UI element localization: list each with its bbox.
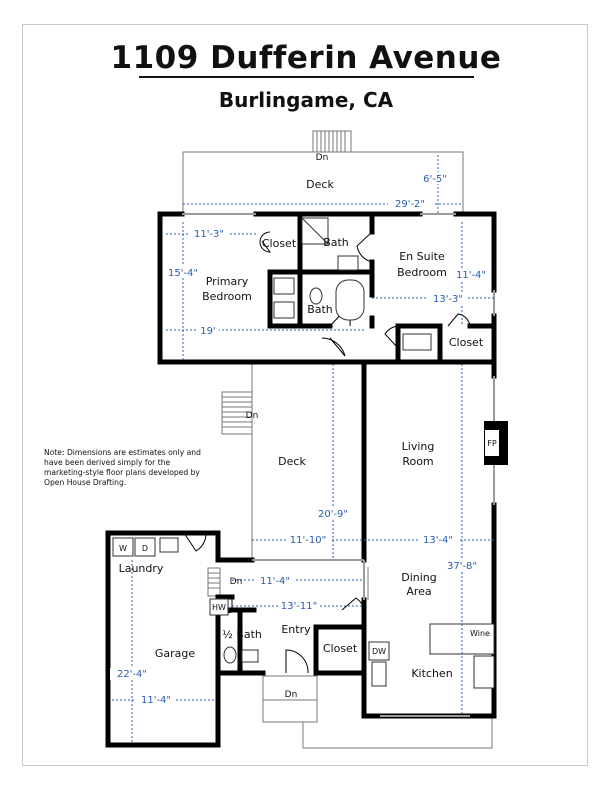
dim-entry-depth: 11'-4" bbox=[260, 576, 290, 587]
dim-en-suite-depth: 11'-4" bbox=[456, 270, 486, 281]
dishwasher bbox=[368, 641, 390, 661]
stairs-laundry-label: Dn bbox=[230, 577, 243, 587]
fireplace-label: FP bbox=[487, 439, 497, 448]
dishwasher-label: DW bbox=[372, 647, 386, 656]
dim-deck-width: 29'-2" bbox=[395, 199, 425, 210]
dim-entry-width: 13'-11" bbox=[281, 601, 317, 612]
room-primary-line2: Bedroom bbox=[202, 290, 252, 303]
room-dining-line2: Area bbox=[406, 585, 431, 598]
room-en-suite-line2: Bedroom bbox=[397, 266, 447, 279]
room-bath-primary: Bath bbox=[307, 303, 333, 316]
dimension-note: Note: Dimensions are estimates only and … bbox=[44, 448, 201, 487]
page-border bbox=[22, 24, 588, 766]
dim-primary-overall: 19' bbox=[200, 326, 215, 337]
dim-living-width: 13'-4" bbox=[423, 535, 453, 546]
room-deck-top: Deck bbox=[306, 178, 334, 191]
dim-deck-depth: 6'-5" bbox=[423, 174, 447, 185]
page-subtitle: Burlingame, CA bbox=[218, 88, 394, 112]
dim-en-suite-width: 13'-3" bbox=[433, 294, 463, 305]
dimension-labels: 6'-5" 29'-2" 11'-3" 15'-4" 11'-4" 13'-3"… bbox=[110, 172, 488, 706]
room-closet-entry: Closet bbox=[323, 642, 358, 655]
room-en-suite-line1: En Suite bbox=[399, 250, 445, 263]
dim-primary-width: 11'-3" bbox=[194, 229, 224, 240]
page-title: 1109 Dufferin Avenue bbox=[110, 40, 502, 76]
dim-garage-width: 11'-4" bbox=[141, 695, 171, 706]
walls bbox=[105, 211, 497, 748]
room-deck-mid: Deck bbox=[278, 455, 306, 468]
dim-deck-mid-width: 11'-10" bbox=[290, 535, 326, 546]
room-half-bath: ½ Bath bbox=[222, 628, 262, 641]
stairs-entry-label: Dn bbox=[285, 690, 298, 700]
room-entry: Entry bbox=[281, 623, 311, 636]
dim-living-depth: 37'-8" bbox=[447, 561, 477, 572]
dim-garage-depth: 22'-4" bbox=[117, 669, 147, 680]
room-closet-right: Closet bbox=[449, 336, 484, 349]
room-garage: Garage bbox=[155, 647, 196, 660]
wine-label: Wine bbox=[470, 629, 490, 638]
dim-primary-depth: 15'-4" bbox=[168, 268, 198, 279]
washer-label: W bbox=[119, 544, 127, 553]
room-living-line1: Living bbox=[402, 440, 435, 453]
stairs-deck-label: Dn bbox=[246, 411, 259, 421]
water-heater bbox=[209, 598, 229, 616]
title-underline bbox=[139, 76, 474, 78]
water-heater-label: HW bbox=[212, 603, 226, 612]
room-kitchen: Kitchen bbox=[411, 667, 452, 680]
dryer-label: D bbox=[142, 544, 148, 553]
room-dining-line1: Dining bbox=[401, 571, 437, 584]
room-closet-primary: Closet bbox=[262, 237, 297, 250]
dim-deck-mid-depth: 20'-9" bbox=[318, 509, 348, 520]
room-laundry: Laundry bbox=[119, 562, 164, 575]
fixtures bbox=[112, 217, 495, 689]
stairs-top-label: Dn bbox=[316, 153, 329, 163]
room-primary-line1: Primary bbox=[206, 275, 249, 288]
room-bath-top: Bath bbox=[323, 236, 349, 249]
room-living-line2: Room bbox=[402, 455, 433, 468]
